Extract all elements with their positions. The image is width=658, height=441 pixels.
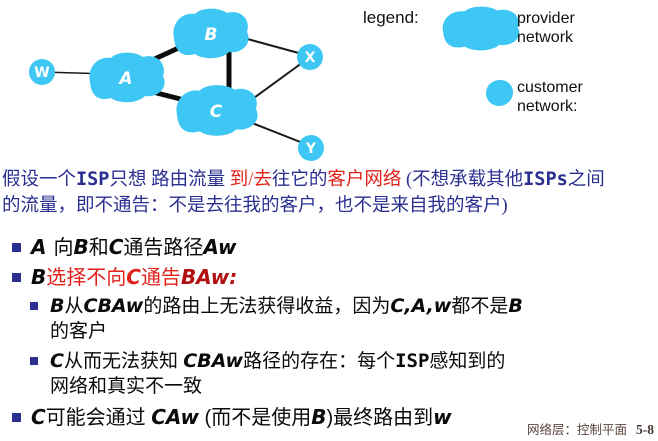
- bullet-item: C可能会通过 CAw (而不是使用B)最终路由到w: [10, 404, 655, 431]
- text-segment: C: [31, 405, 46, 429]
- text-segment: CBAw: [183, 350, 244, 372]
- bullet-text: C从而无法获知 CBAw路径的存在：每个ISP感知到的 网络和真实不一致: [50, 349, 505, 399]
- text-segment: Aw: [203, 235, 237, 259]
- network-nodes: W A B C X Y: [29, 8, 324, 161]
- text-segment: B: [50, 295, 65, 317]
- text-segment: 感知到的: [429, 351, 506, 372]
- network-links: [41, 36, 309, 146]
- text-segment: ISP: [395, 350, 430, 372]
- text-segment: 之间 的流量，即不通告：不是去往我的客户，也不是来自我的客户): [2, 170, 605, 216]
- bullet-item: A 向B和C通告路径Aw: [10, 234, 655, 261]
- legend-title: legend:: [363, 8, 419, 27]
- text-segment: 从而无法获知: [63, 351, 184, 372]
- text-segment: (而不是使用: [198, 407, 312, 429]
- bullet-marker: [12, 413, 21, 422]
- text-segment: B: [508, 295, 523, 317]
- bullet-marker: [30, 357, 38, 365]
- text-segment: 选择不向: [46, 267, 127, 289]
- text-segment: 的路由上无法获得收益，因为: [143, 296, 391, 317]
- text-segment: (不想承载其他: [406, 170, 524, 190]
- text-segment: 网络和真实不一致: [50, 376, 203, 397]
- node-label-C: C: [210, 102, 223, 122]
- slide-footer: 网络层：控制平面 5-8: [527, 419, 654, 439]
- text-segment: 都不是: [451, 296, 509, 317]
- intro-paragraph: 假设一个ISP只想 路由流量 到/去往它的客户网络 (不想承载其他ISPs之间 …: [2, 167, 657, 219]
- provider-network-node-C: [176, 85, 258, 136]
- text-segment: ISP: [76, 169, 110, 190]
- provider-network-node-A: [89, 52, 165, 103]
- text-segment: C,A,w: [390, 295, 452, 317]
- footer-page-number: 5-8: [636, 422, 654, 437]
- text-segment: B: [311, 405, 327, 429]
- text-segment: 假设一个: [2, 170, 77, 190]
- text-segment: 通告: [140, 267, 181, 289]
- footer-section-title: 网络层：控制平面: [526, 423, 627, 437]
- text-segment: 通告路径: [123, 237, 204, 259]
- bullet-marker: [12, 273, 21, 282]
- customer-network-node-X: [297, 44, 323, 70]
- text-segment: C: [50, 350, 64, 372]
- text-segment: 路径的存在：每个: [243, 351, 396, 372]
- provider-network-node-B: [173, 8, 249, 59]
- bullet-marker: [30, 302, 38, 310]
- text-segment: 可能会通过: [45, 407, 152, 429]
- text-segment: 只想 路由流量: [109, 170, 230, 190]
- link-c-x: [246, 59, 307, 104]
- node-label-A: A: [117, 69, 132, 89]
- bullet-marker: [12, 243, 21, 252]
- text-segment: 往它的: [271, 170, 328, 190]
- text-segment: CAw: [151, 405, 199, 429]
- node-label-X: X: [305, 50, 316, 66]
- text-segment: 客户网络: [327, 170, 406, 190]
- provider-network-label: provider network: [517, 10, 575, 46]
- network-diagram: W A B C X Y: [29, 8, 324, 161]
- bullet-text: B选择不向C通告BAw:: [31, 264, 237, 291]
- text-segment: 到/去: [229, 170, 272, 190]
- text-segment: ISPs: [523, 169, 568, 190]
- text-segment: C: [126, 265, 141, 289]
- bullet-text: C可能会通过 CAw (而不是使用B)最终路由到w: [31, 404, 452, 431]
- node-label-B: B: [205, 25, 218, 45]
- bullet-text: A 向B和C通告路径Aw: [31, 234, 236, 261]
- bullet-item: B选择不向C通告BAw:: [10, 264, 655, 291]
- customer-network-node-Y: [298, 135, 324, 161]
- text-segment: B: [73, 235, 89, 259]
- link-c-y: [246, 120, 309, 146]
- bullet-subitem: C从而无法获知 CBAw路径的存在：每个ISP感知到的 网络和真实不一致: [30, 349, 655, 399]
- text-segment: C: [108, 235, 124, 259]
- bullet-subitem: B从CBAw的路由上无法获得收益，因为C,A,w都不是B 的客户: [30, 294, 655, 344]
- text-segment: BAw:: [180, 265, 238, 289]
- customer-network-label: customer network:: [517, 79, 583, 115]
- node-label-W: W: [34, 65, 49, 81]
- text-segment: 从: [64, 296, 84, 317]
- text-segment: w: [433, 405, 452, 429]
- provider-network-icon: [442, 6, 520, 51]
- text-segment: 向: [53, 237, 74, 259]
- customer-network-node-W: [29, 59, 55, 85]
- text-segment: 和: [88, 237, 109, 259]
- text-segment: 的客户: [50, 321, 108, 342]
- customer-network-icon: [486, 80, 513, 106]
- text-segment: A: [31, 235, 54, 259]
- text-segment: B: [31, 265, 47, 289]
- bullet-list: A 向B和C通告路径Aw B选择不向C通告BAw: B从CBAw的路由上无法获得…: [10, 234, 655, 434]
- text-segment: CBAw: [83, 295, 144, 317]
- bullet-text: B从CBAw的路由上无法获得收益，因为C,A,w都不是B 的客户: [50, 294, 523, 344]
- link-b-x: [239, 36, 307, 56]
- node-label-Y: Y: [305, 141, 317, 157]
- text-segment: )最终路由到: [326, 407, 434, 429]
